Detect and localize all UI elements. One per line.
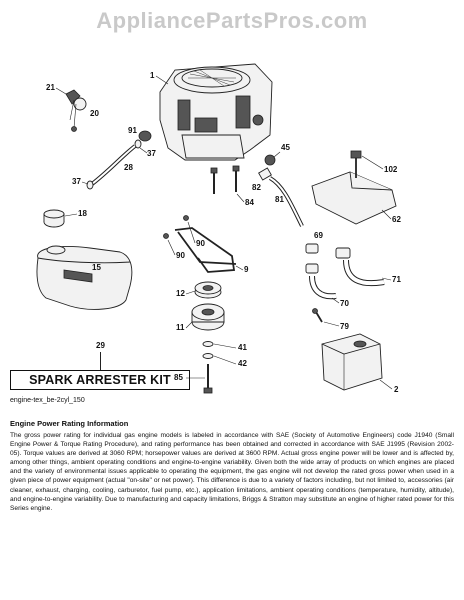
- callout-2: 2: [394, 385, 399, 394]
- watermark-text: AppliancePartsPros.com: [96, 8, 368, 33]
- power-rating-text: The gross power rating for individual ga…: [10, 432, 454, 512]
- callout-69: 69: [314, 231, 323, 240]
- oil-drain-part[interactable]: [258, 154, 304, 227]
- callout-71: 71: [392, 275, 401, 284]
- callout-84: 84: [245, 198, 254, 207]
- muffler-part[interactable]: [321, 333, 383, 391]
- power-rating-title: Engine Power Rating Information: [10, 419, 129, 428]
- callout-1: 1: [150, 71, 155, 80]
- engine-part[interactable]: [159, 63, 273, 161]
- power-rating-info: Engine Power Rating Information The gros…: [10, 419, 454, 513]
- callout-41: 41: [238, 343, 247, 352]
- diagram-id: engine-tex_be-2cyl_150: [10, 397, 85, 404]
- callout-102: 102: [384, 165, 398, 174]
- callout-21: 21: [46, 83, 55, 92]
- washer-part[interactable]: [202, 341, 214, 359]
- callout-42: 42: [238, 359, 247, 368]
- callout-37-upper: 37: [147, 149, 156, 158]
- screw-part[interactable]: [312, 308, 323, 323]
- callout-62: 62: [392, 215, 401, 224]
- throttle-control-part[interactable]: [65, 89, 87, 132]
- clutch-part[interactable]: [191, 303, 225, 331]
- callout-81: 81: [275, 195, 284, 204]
- callout-11: 11: [176, 323, 185, 332]
- callout-29: 29: [96, 341, 105, 350]
- callout-45: 45: [281, 143, 290, 152]
- muffler-bracket-part[interactable]: [163, 215, 237, 273]
- callout-20: 20: [90, 109, 99, 118]
- kit-leader-line: [100, 352, 101, 370]
- callout-18: 18: [78, 209, 87, 218]
- callout-79: 79: [340, 322, 349, 331]
- callout-70: 70: [340, 299, 349, 308]
- exhaust-pipe-part[interactable]: [305, 243, 385, 300]
- callout-85: 85: [174, 373, 183, 382]
- fuel-filter-part[interactable]: [138, 130, 152, 142]
- heat-shield-part[interactable]: [311, 150, 397, 225]
- callout-15: 15: [92, 263, 101, 272]
- bolt-part[interactable]: [210, 165, 240, 194]
- spark-arrester-kit-label[interactable]: SPARK ARRESTER KIT: [10, 370, 190, 390]
- exploded-parts-diagram: 1 21 20 91 37 28 37 18 15: [36, 63, 401, 394]
- callout-90-lower: 90: [176, 251, 185, 260]
- callout-12: 12: [176, 289, 185, 298]
- callout-91: 91: [128, 126, 137, 135]
- pulley-part[interactable]: [194, 281, 222, 299]
- fuel-line-part[interactable]: [86, 139, 142, 190]
- callout-90-upper: 90: [196, 239, 205, 248]
- fuel-tank-part[interactable]: [36, 245, 133, 310]
- callout-37-lower: 37: [72, 177, 81, 186]
- callout-82: 82: [252, 183, 261, 192]
- callout-9: 9: [244, 265, 249, 274]
- crank-bolt-part[interactable]: [203, 364, 213, 394]
- callout-28: 28: [124, 163, 133, 172]
- fuel-cap-part[interactable]: [43, 209, 65, 228]
